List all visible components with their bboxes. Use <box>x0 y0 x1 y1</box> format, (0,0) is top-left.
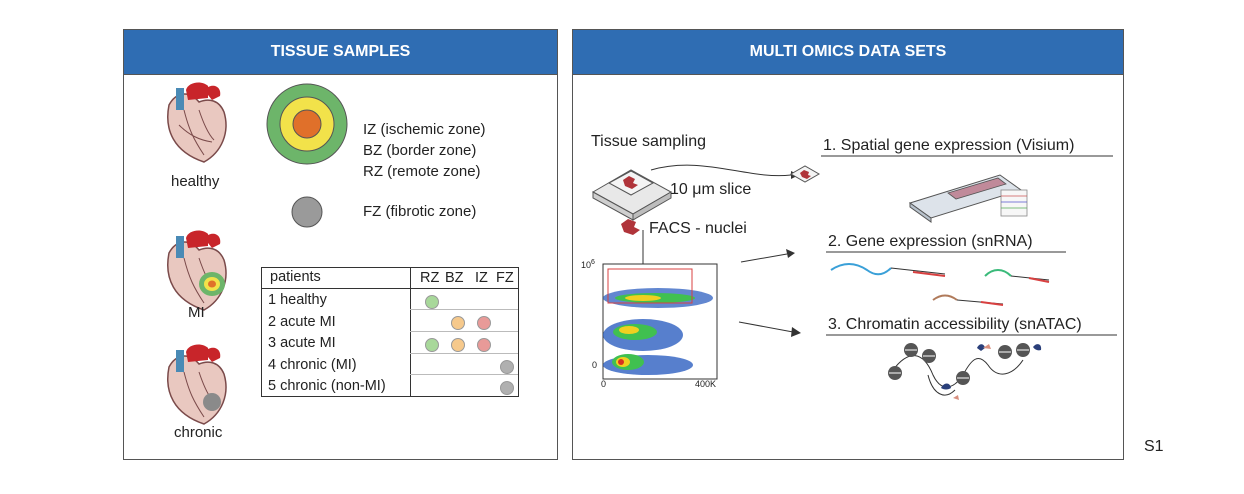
heart-label-healthy: healthy <box>171 173 220 190</box>
multi-omics-title: MULTI OMICS DATA SETS <box>573 30 1123 75</box>
flow-y-zero-label: 0 <box>592 360 598 370</box>
slice-label: 10 μm slice <box>670 181 752 198</box>
healthy-heart-icon <box>167 82 227 163</box>
patients-header-label: patients <box>270 269 321 285</box>
slice-arrow <box>650 164 792 177</box>
tissue-sampling-label: Tissue sampling <box>591 133 707 150</box>
zone-rings-icon <box>266 83 348 165</box>
tissue-slide-icon <box>591 169 673 221</box>
tissue-samples-graphics <box>167 82 348 425</box>
col-header-bz: BZ <box>445 270 464 286</box>
table-row-label: 2 acute MI <box>268 314 336 330</box>
zone-dot-fz <box>500 360 514 374</box>
table-row-label: 3 acute MI <box>268 335 336 351</box>
zone-dot-fz <box>500 381 514 395</box>
flow-y-top-label: 106 <box>581 259 595 270</box>
output-label-visium: 1. Spatial gene expression (Visium) <box>823 137 1075 154</box>
zone-dot-iz <box>477 338 491 352</box>
zone-dot-rz <box>425 338 439 352</box>
heart-label-chronic: chronic <box>174 424 223 441</box>
multi-omics-graphics <box>591 155 1117 400</box>
mi-heart-icon <box>167 230 227 311</box>
nuclei-tissue-icon <box>621 219 640 235</box>
zone-dot-rz <box>425 295 439 309</box>
zone-label-rz: RZ (remote zone) <box>363 163 481 180</box>
flow-x-max-label: 400K <box>695 379 717 389</box>
zone-dot-bz <box>451 338 465 352</box>
col-header-iz: IZ <box>475 270 488 286</box>
zone-label-iz: IZ (ischemic zone) <box>363 121 486 138</box>
fibrotic-zone-icon <box>291 196 323 228</box>
output-label-snrna: 2. Gene expression (snRNA) <box>828 233 1033 250</box>
page-label: S1 <box>1144 438 1164 455</box>
heart-label-mi: MI <box>188 304 205 321</box>
col-header-fz: FZ <box>496 270 514 286</box>
tissue-samples-title: TISSUE SAMPLES <box>124 30 557 75</box>
col-header-rz: RZ <box>420 270 440 286</box>
slice-icon <box>789 165 821 183</box>
facs-label: FACS - nuclei <box>649 220 747 237</box>
output-label-snatac: 3. Chromatin accessibility (snATAC) <box>828 316 1082 333</box>
tissue-samples-panel: TISSUE SAMPLES <box>123 29 558 460</box>
patients-table: patients RZ BZ IZ FZ 1 healthy 2 acute M… <box>261 267 519 397</box>
zone-label-bz: BZ (border zone) <box>363 142 477 159</box>
chronic-heart-icon <box>167 344 227 425</box>
zone-label-fz: FZ (fibrotic zone) <box>363 203 477 220</box>
zone-dot-iz <box>477 316 491 330</box>
visium-slide-icon <box>908 174 1028 223</box>
table-row-label: 1 healthy <box>268 292 327 308</box>
flow-cytometry-plot <box>602 263 718 380</box>
multi-omics-panel: MULTI OMICS DATA SETS <box>572 29 1124 460</box>
zone-dot-bz <box>451 316 465 330</box>
chromatin-icon <box>888 343 1042 400</box>
table-row-label: 4 chronic (MI) <box>268 357 357 373</box>
patients-table-header <box>262 268 518 289</box>
flow-x-zero-label: 0 <box>601 379 607 389</box>
rna-transcripts-icon <box>830 263 1050 306</box>
table-row-label: 5 chronic (non-MI) <box>268 378 386 394</box>
